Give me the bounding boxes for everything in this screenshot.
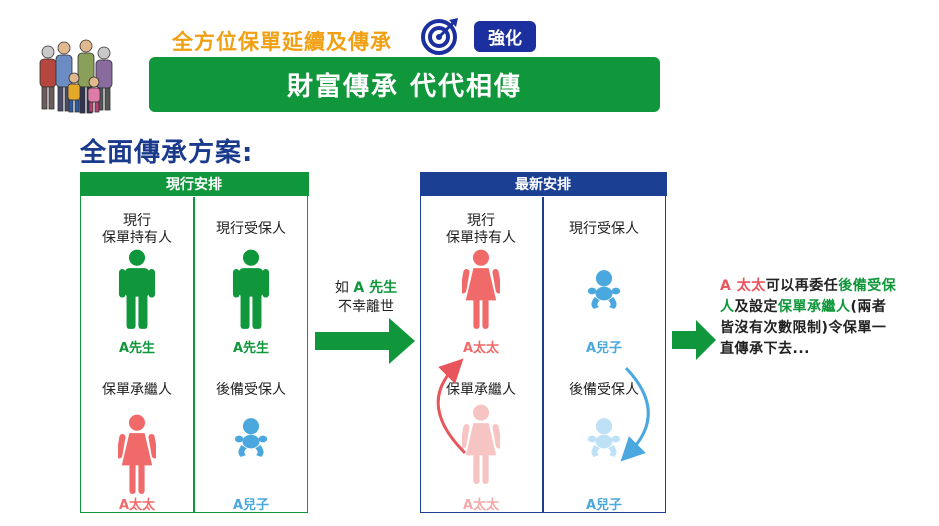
current-holder-name: A先生 xyxy=(118,341,156,356)
header-subtitle: 全方位保單延續及傳承 xyxy=(172,30,392,54)
current-arrangement-panel: 現行安排 現行保單持有人 A先生 現行受保人 A先生 保單承繼人 A太太 後備受… xyxy=(79,171,309,513)
latest-backup-label: 後備受保人 xyxy=(569,382,639,398)
current-successor-label: 保單承繼人 xyxy=(102,382,172,398)
latest-insured-name: A兒子 xyxy=(585,341,623,356)
current-holder-label: 現行保單持有人 xyxy=(102,213,172,246)
cycle-arrows xyxy=(436,358,650,462)
current-insured-label: 現行受保人 xyxy=(216,221,286,237)
panel-divider xyxy=(193,197,195,512)
current-backup-name: A兒子 xyxy=(232,498,270,513)
latest-arrangement-panel: 最新安排 現行保單持有人 A太太 現行受保人 A兒子 保單承繼人 A太太 後備受… xyxy=(419,171,667,513)
right-arrow-icon xyxy=(315,318,415,364)
enhanced-badge: 強化 xyxy=(474,21,536,52)
woman-figure xyxy=(462,249,500,329)
result-description: A 太太可以再委任後備受保人及設定保單承繼人(兩者皆沒有次數限制)令保單一直傳承… xyxy=(720,278,897,357)
latest-holder-label: 現行保單持有人 xyxy=(446,213,516,246)
latest-backup-name: A兒子 xyxy=(585,498,623,513)
panel-divider xyxy=(542,197,544,512)
man-figure xyxy=(118,249,156,329)
latest-successor-name: A太太 xyxy=(462,498,500,513)
woman-figure xyxy=(118,414,156,494)
red-cycle-arrow xyxy=(436,358,467,455)
condition-text: 如 A 先生 不幸離世 xyxy=(334,280,398,315)
latest-holder-name: A太太 xyxy=(462,341,500,356)
title-banner: 財富傳承 代代相傳 xyxy=(149,57,660,112)
blue-cycle-arrow xyxy=(620,366,650,462)
baby-figure xyxy=(587,269,621,313)
section-title: 全面傳承方案: xyxy=(80,138,254,168)
baby-figure xyxy=(234,417,268,461)
man-figure xyxy=(232,249,270,329)
latest-insured-label: 現行受保人 xyxy=(569,221,639,237)
latest-successor-label: 保單承繼人 xyxy=(446,382,516,398)
current-insured-name: A先生 xyxy=(232,341,270,356)
current-successor-name: A太太 xyxy=(118,498,156,513)
latest-arrangement-header: 最新安排 xyxy=(419,171,667,196)
current-arrangement-header: 現行安排 xyxy=(79,171,309,196)
right-arrow-icon xyxy=(672,320,716,360)
current-backup-label: 後備受保人 xyxy=(216,382,286,398)
target-icon xyxy=(421,18,458,55)
family-illustration xyxy=(39,39,113,114)
